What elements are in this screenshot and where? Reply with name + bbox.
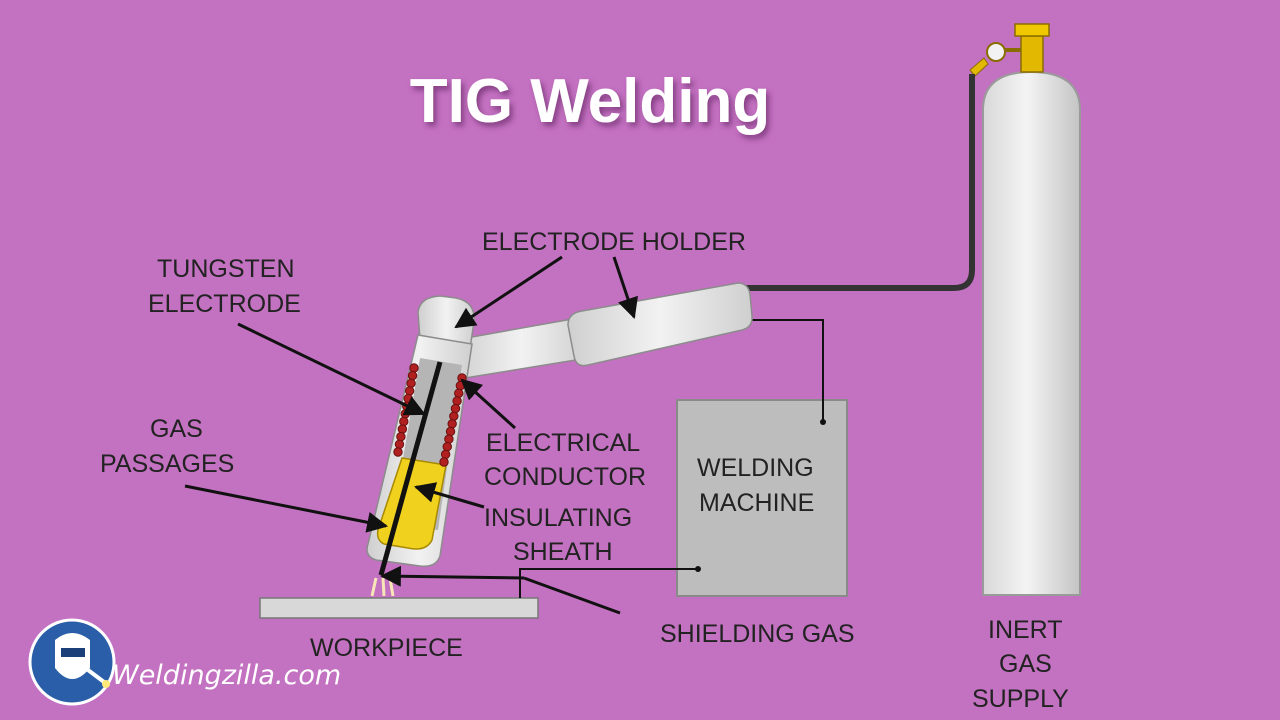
coil-bead	[449, 411, 459, 421]
coil-bead	[397, 424, 408, 434]
gas-hose	[745, 74, 975, 291]
brand-text: Weldingzilla.com	[112, 660, 342, 691]
coil-bead	[444, 434, 454, 444]
label-tungsten-1: TUNGSTEN	[157, 255, 295, 283]
tungsten-electrode	[378, 361, 443, 576]
pointer-electrode-holder-handle	[612, 256, 638, 319]
coil-bead	[394, 439, 405, 450]
gauge-icon	[986, 42, 1006, 62]
coil-bead	[447, 419, 457, 429]
pointer-shielding-gas-a	[523, 576, 621, 615]
pointer-gas-passages	[184, 484, 389, 533]
coil-bead	[407, 370, 418, 381]
label-insulating-1: INSULATING	[484, 504, 632, 532]
coil-bead	[396, 432, 406, 442]
label-electrode-holder: ELECTRODE HOLDER	[482, 228, 746, 256]
label-electrical-2: CONDUCTOR	[484, 463, 646, 491]
coil-bead	[399, 416, 409, 427]
workpiece	[259, 597, 539, 619]
coil-bead	[452, 396, 462, 406]
label-insulating-2: SHEATH	[513, 538, 613, 566]
coil-bead	[450, 403, 461, 414]
pointer-shielding-gas-b	[379, 565, 525, 587]
pointer-electrode-holder-head	[454, 255, 563, 329]
coil-bead	[445, 426, 456, 437]
label-inert-1: INERT	[988, 616, 1063, 644]
coil-bead	[409, 363, 419, 373]
power-cable	[752, 319, 824, 422]
label-gas-1: GAS	[150, 415, 203, 443]
tig-torch	[366, 282, 753, 568]
arc-sparks	[370, 577, 395, 597]
label-tungsten-2: ELECTRODE	[148, 290, 301, 318]
label-welding-machine-2: MACHINE	[699, 489, 814, 517]
coil-bead	[404, 386, 415, 396]
label-inert-3: SUPPLY	[972, 685, 1069, 713]
ground-cable	[519, 568, 698, 598]
coil-bead	[442, 442, 452, 452]
coil-bead	[400, 409, 410, 419]
label-shielding-gas: SHIELDING GAS	[660, 620, 855, 648]
label-pointers	[184, 255, 638, 615]
weldingzilla-logo	[28, 618, 116, 706]
pointer-insulating-sheath	[413, 482, 485, 509]
label-gas-2: PASSAGES	[100, 450, 234, 478]
coil-bead	[454, 388, 464, 398]
label-welding-machine-1: WELDING	[697, 454, 814, 482]
welding-machine	[676, 399, 848, 597]
coil-bead	[440, 449, 451, 460]
coil-bead	[406, 378, 416, 388]
coil-bead	[393, 447, 403, 457]
coil-bead	[403, 393, 413, 404]
pointer-tungsten-electrode	[237, 322, 426, 416]
pointer-electrical-conductor	[460, 378, 517, 430]
diagram-title: TIG Welding	[410, 67, 771, 136]
label-electrical-1: ELECTRICAL	[486, 429, 640, 457]
coil-bead	[439, 457, 449, 467]
label-workpiece: WORKPIECE	[310, 634, 463, 662]
inert-gas-cylinder	[969, 23, 1081, 596]
label-inert-2: GAS	[999, 650, 1052, 678]
